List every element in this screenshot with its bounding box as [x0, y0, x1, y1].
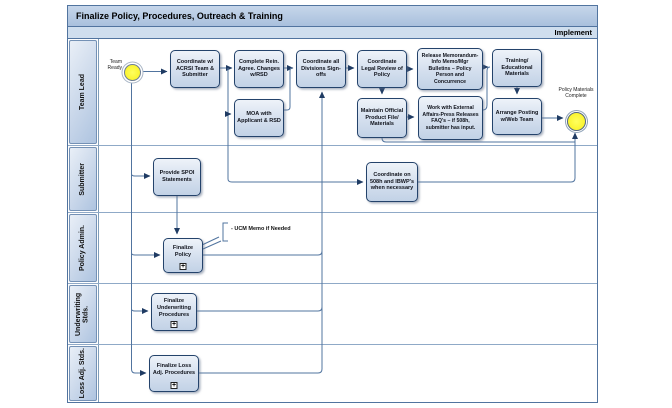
- lane-submitter: Submitter: [68, 146, 597, 213]
- end-event-label: Policy Materials Complete: [558, 87, 594, 99]
- task-label: Complete Rein. Agree. Changes w/RSD: [238, 58, 280, 79]
- pool-title: Finalize Policy, Procedures, Outreach & …: [67, 5, 598, 27]
- start-event-label: Team Ready: [107, 59, 122, 71]
- lane-policy-admin: Policy Admin.: [68, 213, 597, 284]
- subprocess-plus-icon: +: [179, 263, 187, 270]
- end-event-circle: [567, 112, 586, 131]
- task-label: Provide SPOI Statements: [159, 170, 195, 183]
- task-finalize-underwriting: Finalize Underwriting Procedures +: [151, 293, 197, 331]
- lane-header-team-lead: Team Lead: [69, 40, 97, 144]
- lane-body-team-lead: [98, 39, 597, 145]
- task-complete-rein: Complete Rein. Agree. Changes w/RSD: [234, 50, 284, 88]
- task-label: Finalize Policy: [172, 245, 194, 258]
- subprocess-plus-icon: +: [170, 321, 178, 328]
- task-label: Coordinate w/ ACRSI Team & Submitter: [175, 58, 215, 79]
- task-provide-spoi: Provide SPOI Statements: [153, 158, 201, 196]
- task-maintain-file: Maintain Official Product File/ Material…: [357, 98, 407, 138]
- phase-band: Implement: [67, 27, 598, 39]
- task-label: Finalize Loss Adj. Procedures: [152, 363, 196, 376]
- task-label: Maintain Official Product File/ Material…: [360, 107, 404, 128]
- task-label: Training/ Educational Materials: [501, 57, 533, 78]
- task-moa: MOA with Applicant & RSD: [234, 99, 284, 137]
- task-label: Work with External Affairs-Press Release…: [422, 105, 479, 131]
- lane-label: Loss Adj. Stds.: [79, 348, 87, 399]
- lane-label: Policy Admin.: [79, 224, 87, 272]
- task-legal-review: Coordinate Legal Review of Policy: [357, 50, 407, 88]
- lane-header-submitter: Submitter: [69, 147, 97, 211]
- start-event-circle: [124, 64, 141, 81]
- task-external-affairs: Work with External Affairs-Press Release…: [418, 96, 483, 140]
- lane-header-underwriting: Underwriting Stds.: [69, 285, 97, 343]
- lane-header-policy-admin: Policy Admin.: [69, 214, 97, 282]
- lane-header-loss-adj: Loss Adj. Stds.: [69, 346, 97, 401]
- task-arrange-posting: Arrange Posting w/Web Team: [492, 98, 542, 135]
- task-coordinate-508h: Coordinate on 508h and IBWP's when neces…: [366, 162, 418, 202]
- lane-label: Team Lead: [79, 73, 87, 111]
- task-label: Arrange Posting w/Web Team: [495, 109, 539, 123]
- lane-container: Team Lead Submitter Policy Admin. Underw…: [67, 39, 598, 403]
- lane-body-policy-admin: [98, 213, 597, 283]
- lane-loss-adj: Loss Adj. Stds.: [68, 345, 597, 402]
- task-label: Finalize Underwriting Procedures: [157, 298, 191, 318]
- task-label: Coordinate Legal Review of Policy: [361, 58, 403, 79]
- task-finalize-loss-adj: Finalize Loss Adj. Procedures +: [149, 355, 199, 392]
- task-divisions-signoffs: Coordinate all Divisions Sign-offs: [296, 50, 346, 88]
- phase-label: Implement: [554, 28, 592, 37]
- annotation-ucm-memo: - UCM Memo if Needed: [231, 226, 291, 232]
- task-release-memo: Release Memorandum-Info Memo/Mgr Bulleti…: [417, 48, 483, 90]
- task-training-materials: Training/ Educational Materials: [492, 49, 542, 87]
- task-label: MOA with Applicant & RSD: [237, 111, 281, 124]
- subprocess-plus-icon: +: [170, 382, 178, 389]
- task-label: Release Memorandum-Info Memo/Mgr Bulleti…: [421, 52, 479, 85]
- task-label: Coordinate all Divisions Sign-offs: [301, 58, 341, 79]
- lane-body-loss-adj: [98, 345, 597, 402]
- lane-underwriting: Underwriting Stds.: [68, 284, 597, 345]
- lane-label: Underwriting Stds.: [75, 292, 90, 336]
- task-label: Coordinate on 508h and IBWP's when neces…: [369, 171, 415, 192]
- task-coordinate-acrsi: Coordinate w/ ACRSI Team & Submitter: [170, 50, 220, 88]
- task-finalize-policy: Finalize Policy +: [163, 238, 203, 273]
- lane-body-submitter: [98, 146, 597, 212]
- lane-label: Submitter: [79, 162, 87, 196]
- lane-body-underwriting: [98, 284, 597, 344]
- lane-team-lead: Team Lead: [68, 39, 597, 146]
